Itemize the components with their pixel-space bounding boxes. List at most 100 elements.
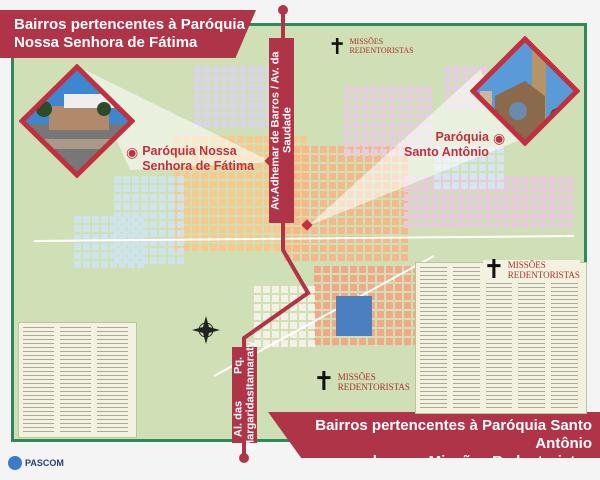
city-block <box>110 261 117 268</box>
banner-line: Bairros pertencentes à Paróquia <box>14 16 245 33</box>
city-block <box>332 302 339 309</box>
city-block <box>257 75 264 82</box>
city-block <box>347 182 354 189</box>
index-entry <box>452 327 480 328</box>
index-entry <box>452 407 480 408</box>
index-entry <box>551 323 578 324</box>
city-block <box>320 146 327 153</box>
city-block <box>557 185 564 192</box>
index-entry <box>60 327 91 328</box>
city-block <box>398 131 405 138</box>
city-block <box>137 234 144 241</box>
city-block <box>341 275 348 282</box>
city-block <box>257 102 264 109</box>
city-block <box>461 173 468 180</box>
index-entry <box>452 367 480 368</box>
city-block <box>320 200 327 207</box>
city-block <box>246 136 253 143</box>
city-block <box>192 181 199 188</box>
city-block <box>374 218 381 225</box>
city-block <box>159 176 166 183</box>
index-entry <box>23 379 54 380</box>
city-block <box>228 163 235 170</box>
city-block <box>359 266 366 273</box>
pascom-brand: PASCOM <box>25 458 64 468</box>
beam-fatima <box>85 70 272 170</box>
city-block <box>431 221 438 228</box>
city-block <box>219 244 226 251</box>
city-block <box>398 122 405 129</box>
city-block <box>110 225 117 232</box>
city-block <box>512 221 519 228</box>
index-entry <box>551 367 578 368</box>
city-block <box>530 212 537 219</box>
city-block <box>254 295 261 302</box>
city-block <box>264 244 271 251</box>
city-block <box>168 203 175 210</box>
city-block <box>395 320 402 327</box>
city-block <box>362 95 369 102</box>
city-block <box>293 227 300 234</box>
parish-name-line: Paróquia <box>435 130 489 144</box>
city-block <box>119 216 126 223</box>
city-block <box>83 216 90 223</box>
city-block <box>389 113 396 120</box>
index-entry <box>551 387 578 388</box>
city-block <box>386 302 393 309</box>
index-entry <box>97 351 128 352</box>
index-entry <box>485 311 513 312</box>
index-entry <box>551 287 578 288</box>
city-block <box>114 230 121 237</box>
city-block <box>338 236 345 243</box>
city-block <box>119 225 126 232</box>
city-block <box>374 227 381 234</box>
city-block <box>413 203 420 210</box>
city-block <box>539 176 546 183</box>
index-entry <box>485 351 513 352</box>
city-block <box>293 245 300 252</box>
city-block <box>453 84 460 91</box>
city-block <box>425 104 432 111</box>
city-block <box>74 234 81 241</box>
city-block <box>299 304 306 311</box>
index-entry <box>485 307 513 308</box>
index-entry <box>97 379 128 380</box>
city-block <box>239 93 246 100</box>
city-block <box>347 227 354 234</box>
beam-santo-antonio <box>308 70 520 226</box>
city-block <box>110 234 117 241</box>
city-block <box>371 95 378 102</box>
index-entry <box>23 375 54 376</box>
street-index-right <box>415 262 587 414</box>
city-block <box>416 95 423 102</box>
city-block <box>168 194 175 201</box>
city-block <box>347 164 354 171</box>
city-block <box>248 111 255 118</box>
city-block <box>123 212 130 219</box>
city-block <box>281 340 288 347</box>
city-block <box>123 257 130 264</box>
parish-name-line: Santo Antônio <box>404 145 489 159</box>
city-block <box>141 185 148 192</box>
city-block <box>83 234 90 241</box>
city-block <box>203 111 210 118</box>
city-block <box>440 212 447 219</box>
city-block <box>230 66 237 73</box>
city-block <box>230 93 237 100</box>
city-block <box>320 191 327 198</box>
city-block <box>132 194 139 201</box>
city-block <box>377 275 384 282</box>
index-entry <box>23 407 54 408</box>
index-entry <box>420 379 447 380</box>
city-block <box>257 111 264 118</box>
city-block <box>192 199 199 206</box>
index-entry <box>551 403 578 404</box>
index-entry <box>60 355 91 356</box>
city-block <box>362 140 369 147</box>
city-block <box>365 164 372 171</box>
city-block <box>356 254 363 261</box>
index-entry <box>23 403 54 404</box>
city-block <box>530 194 537 201</box>
city-block <box>128 225 135 232</box>
city-block <box>338 173 345 180</box>
